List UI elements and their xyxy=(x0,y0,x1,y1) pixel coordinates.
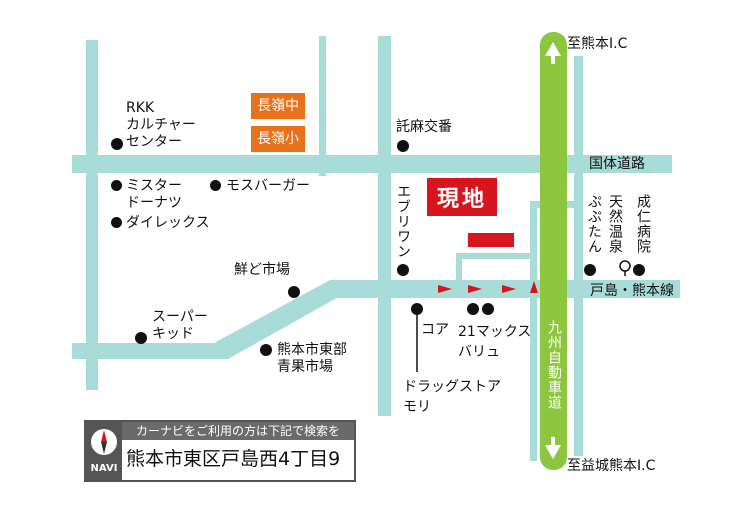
seika-dot-icon xyxy=(260,344,272,356)
navi-label: NAVI xyxy=(90,463,118,474)
road-left-vertical xyxy=(86,40,98,390)
toshima-kumamoto-label: 戸島・熊本線 xyxy=(590,283,674,299)
landmark-tennen-onsen: 天然温泉 xyxy=(607,194,623,254)
landmark-drugstore: ドラッグストア モリ xyxy=(403,379,501,415)
route-arrow-icon xyxy=(438,285,452,293)
road-toshima-diagonal xyxy=(72,280,344,359)
navi-address: 熊本市東区戸島西4丁目9 xyxy=(126,448,341,470)
route-arrow-icon xyxy=(468,285,482,293)
landmark-rkk: RKK カルチャー センター xyxy=(126,100,196,150)
road-access-horizontal xyxy=(456,253,536,259)
hospital-icon xyxy=(619,260,631,272)
dot-icon xyxy=(111,180,122,191)
road-center-vertical xyxy=(378,36,391,416)
landmark-sendo: 鮮ど市場 xyxy=(234,262,290,278)
maxvalu-dot-icon-2 xyxy=(482,303,494,315)
landmark-tanrai: 託麻交番 xyxy=(396,119,452,135)
destination-label: 現地 xyxy=(427,178,497,216)
kokutai-road-label: 国体道路 xyxy=(589,156,645,172)
destination-marker xyxy=(468,233,514,247)
maxvalu-dot-icon-1 xyxy=(467,303,479,315)
road-frontage xyxy=(530,201,537,461)
school-nagamine-elem: 長嶺小 xyxy=(251,126,305,152)
to-kumamoto-ic-label: 至熊本I.C xyxy=(567,36,628,52)
route-arrow-up-icon xyxy=(530,281,538,293)
compass-icon xyxy=(91,429,117,455)
landmark-mos-dot xyxy=(210,178,224,195)
landmark-direx: ダイレックス xyxy=(126,215,210,231)
landmark-everywan: エブリワン xyxy=(395,184,411,259)
landmark-seijin: 成仁病院 xyxy=(635,194,651,254)
to-mashiki-ic-label: 至益城熊本I.C xyxy=(567,458,656,474)
rkk-dot-icon xyxy=(111,138,123,150)
school-nagamine-jhs: 長嶺中 xyxy=(251,93,305,119)
road-east-vertical xyxy=(574,56,583,456)
landmark-seika: 熊本市東部 青果市場 xyxy=(277,342,347,375)
landmark-pupu: ぷぷたん xyxy=(586,194,602,254)
navi-side-panel: NAVI xyxy=(86,422,122,480)
landmark-direx-dot xyxy=(111,215,125,232)
expressway xyxy=(540,32,567,470)
landmark-maxvalu: 21マックス バリュ xyxy=(458,324,532,360)
core-dot-icon xyxy=(411,303,423,315)
seijin-dot-icon xyxy=(633,264,645,276)
landmark-mister-donut-dot xyxy=(111,178,125,195)
expressway-arrow-down-icon xyxy=(545,437,561,459)
route-arrow-icon xyxy=(502,285,516,293)
sendo-dot-icon xyxy=(288,286,300,298)
landmark-mos: モスバーガー xyxy=(226,178,310,194)
landmark-super-kid: スーパー キッド xyxy=(152,309,208,342)
landmark-core: コア xyxy=(421,322,449,338)
expressway-arrow-up-icon xyxy=(545,42,561,64)
navi-hint: カーナビをご利用の方は下記で検索を xyxy=(122,422,354,440)
expressway-label: 九州自動車道 xyxy=(546,320,562,410)
landmark-mister-donut: ミスター ドーナツ xyxy=(126,178,182,211)
dot-icon xyxy=(111,217,122,228)
dot-icon xyxy=(210,180,221,191)
navi-box: NAVI カーナビをご利用の方は下記で検索を 熊本市東区戸島西4丁目9 xyxy=(84,420,356,482)
super-kid-dot-icon xyxy=(135,332,147,344)
road-access-vertical xyxy=(456,253,462,283)
pupu-dot-icon xyxy=(584,264,596,276)
tanrai-dot-icon xyxy=(397,140,409,152)
everywan-dot-icon xyxy=(397,264,409,276)
road-kokutai xyxy=(72,155,672,173)
road-mid-vertical xyxy=(319,36,326,176)
